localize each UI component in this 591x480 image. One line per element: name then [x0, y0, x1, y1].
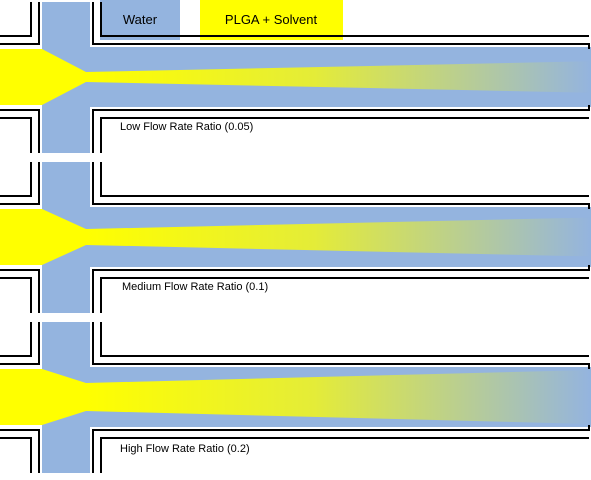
- legend: Water PLGA + Solvent: [100, 0, 343, 40]
- channel-outer-wall-lower-left: [0, 437, 32, 473]
- channel-outer-wall-upper-right: [100, 322, 589, 357]
- channel-outer-wall-upper-right: [100, 162, 589, 197]
- channel-outer-wall-upper-left: [0, 322, 32, 357]
- legend-label-water: Water: [123, 12, 158, 27]
- organic-focusing-taper: [42, 209, 86, 265]
- channel-wall-lower-right: [92, 105, 590, 153]
- panel-low-flow: Low Flow Rate Ratio (0.05): [0, 2, 591, 153]
- channel-wall-lower-right: [92, 425, 590, 473]
- channel-outer-wall-lower-right: [100, 117, 589, 153]
- channel-wall-upper-right: [92, 162, 590, 209]
- legend-swatch-organic: [200, 0, 343, 40]
- organic-focusing-taper: [42, 49, 86, 105]
- organic-focused-stream: [86, 370, 591, 424]
- channel-wall-lower-right: [92, 265, 590, 313]
- channel-outer-wall-lower-left: [0, 117, 32, 153]
- channel-outer-wall-upper-left: [0, 2, 32, 37]
- legend-swatch-water: [100, 0, 180, 40]
- panel-high-flow: High Flow Rate Ratio (0.2): [0, 322, 591, 473]
- channel-outer-wall-lower-right: [100, 277, 589, 313]
- panel-medium-flow: Medium Flow Rate Ratio (0.1): [0, 162, 591, 313]
- channel-wall-lower-left: [0, 429, 40, 473]
- channel-outer-wall-lower-left: [0, 277, 32, 313]
- organic-inlet-stream: [0, 369, 42, 425]
- organic-inlet-stream: [0, 209, 42, 265]
- panel-caption: Low Flow Rate Ratio (0.05): [120, 121, 253, 133]
- channel-wall-upper-left: [0, 2, 40, 45]
- channel-wall-upper-left: [0, 162, 40, 205]
- legend-item-organic: PLGA + Solvent: [200, 0, 343, 40]
- channel-wall-lower-left: [0, 109, 40, 153]
- channel-outer-wall-lower-right: [100, 437, 589, 473]
- panel-caption: Medium Flow Rate Ratio (0.1): [122, 281, 268, 293]
- channel-outer-wall-upper-right: [100, 2, 589, 37]
- channel-wall-lower-left: [0, 269, 40, 313]
- channel-wall-upper-right: [92, 322, 590, 369]
- channel-outer-wall-upper-left: [0, 162, 32, 197]
- channel-wall-upper-left: [0, 322, 40, 365]
- panel-caption: High Flow Rate Ratio (0.2): [120, 443, 250, 455]
- channel-wall-upper-right: [92, 2, 590, 49]
- legend-label-organic: PLGA + Solvent: [225, 12, 318, 27]
- legend-item-water: Water: [100, 0, 180, 40]
- organic-inlet-stream: [0, 49, 42, 105]
- organic-focusing-taper: [42, 369, 86, 425]
- organic-focused-stream: [86, 217, 591, 257]
- organic-focused-stream: [86, 61, 591, 93]
